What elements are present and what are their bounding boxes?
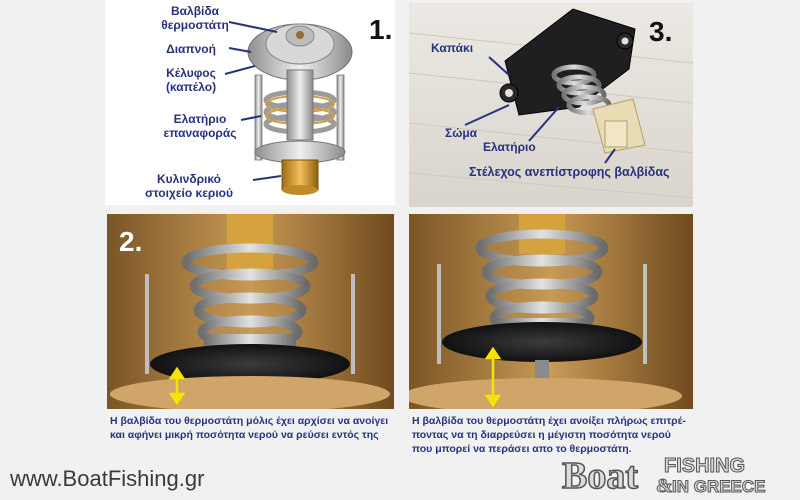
logo-boat: Boat <box>562 455 638 496</box>
label-spring-3: Ελατήριο <box>483 140 536 154</box>
label-wax-line2: στοιχείο κεριού <box>145 186 233 200</box>
label-valve-line1: Βαλβίδα <box>170 4 220 18</box>
panel-number-2: 2. <box>119 226 143 257</box>
label-shell-line1: Κέλυφος <box>166 66 216 80</box>
fully-open-valve-photo <box>409 214 693 409</box>
caption-partly-open: Η βαλβίδα του θερμοστάτη μόλις έχει αρχί… <box>110 415 389 441</box>
gap-arrow-small <box>168 366 186 406</box>
label-spring-line2: επαναφοράς <box>163 126 237 140</box>
logo-amp: & <box>656 475 673 496</box>
panel-number-3: 3. <box>649 16 673 47</box>
panel-number-1: 1. <box>369 14 393 45</box>
logo-graphic: Boat FISHING & IN GREECE <box>561 454 766 496</box>
label-valve: Βαλβίδα θερμοστάτη <box>155 4 235 32</box>
label-piercing: Διαπνοή <box>166 42 216 56</box>
panel-check-valve-photo: Καπάκι Σώμα Ελατήριο Στέλεχος ανεπίστροφ… <box>409 3 693 207</box>
label-cap: Καπάκι <box>431 41 474 55</box>
label-wax-line1: Κυλινδρικό <box>157 172 221 186</box>
panel-thermostat-diagram: Βαλβίδα θερμοστάτη Διαπνοή Κέλυφος (καπέ… <box>105 0 395 205</box>
logo-in-greece: IN GREECE <box>672 477 766 496</box>
partly-open-valve-photo <box>107 214 394 409</box>
label-shell: Κέλυφος (καπέλο) <box>153 66 229 94</box>
label-wax-element: Κυλινδρικό στοιχείο κεριού <box>127 172 251 200</box>
label-spring: Ελατήριο επαναφοράς <box>155 112 245 140</box>
caption-fully-open: Η βαλβίδα του θερμοστάτη έχει ανοίξει πλ… <box>412 415 686 455</box>
label-stem: Στέλεχος ανεπίστροφης βαλβίδας <box>469 165 670 179</box>
label-shell-line2: (καπέλο) <box>165 80 217 94</box>
boatfishing-logo: Boat FISHING & IN GREECE <box>560 452 796 496</box>
gap-arrow-large <box>484 346 502 408</box>
label-valve-line2: θερμοστάτη <box>161 18 229 32</box>
panel-valve-fully-open <box>409 214 693 409</box>
panel-valve-partly-open: 2. <box>107 214 394 409</box>
check-valve-illustration <box>409 3 693 207</box>
logo-fishing: FISHING <box>664 455 745 477</box>
label-body: Σώμα <box>445 126 478 140</box>
thermostat-illustration <box>224 21 353 195</box>
label-spring-line1: Ελατήριο <box>173 112 227 126</box>
website-url[interactable]: www.BoatFishing.gr <box>10 466 205 491</box>
